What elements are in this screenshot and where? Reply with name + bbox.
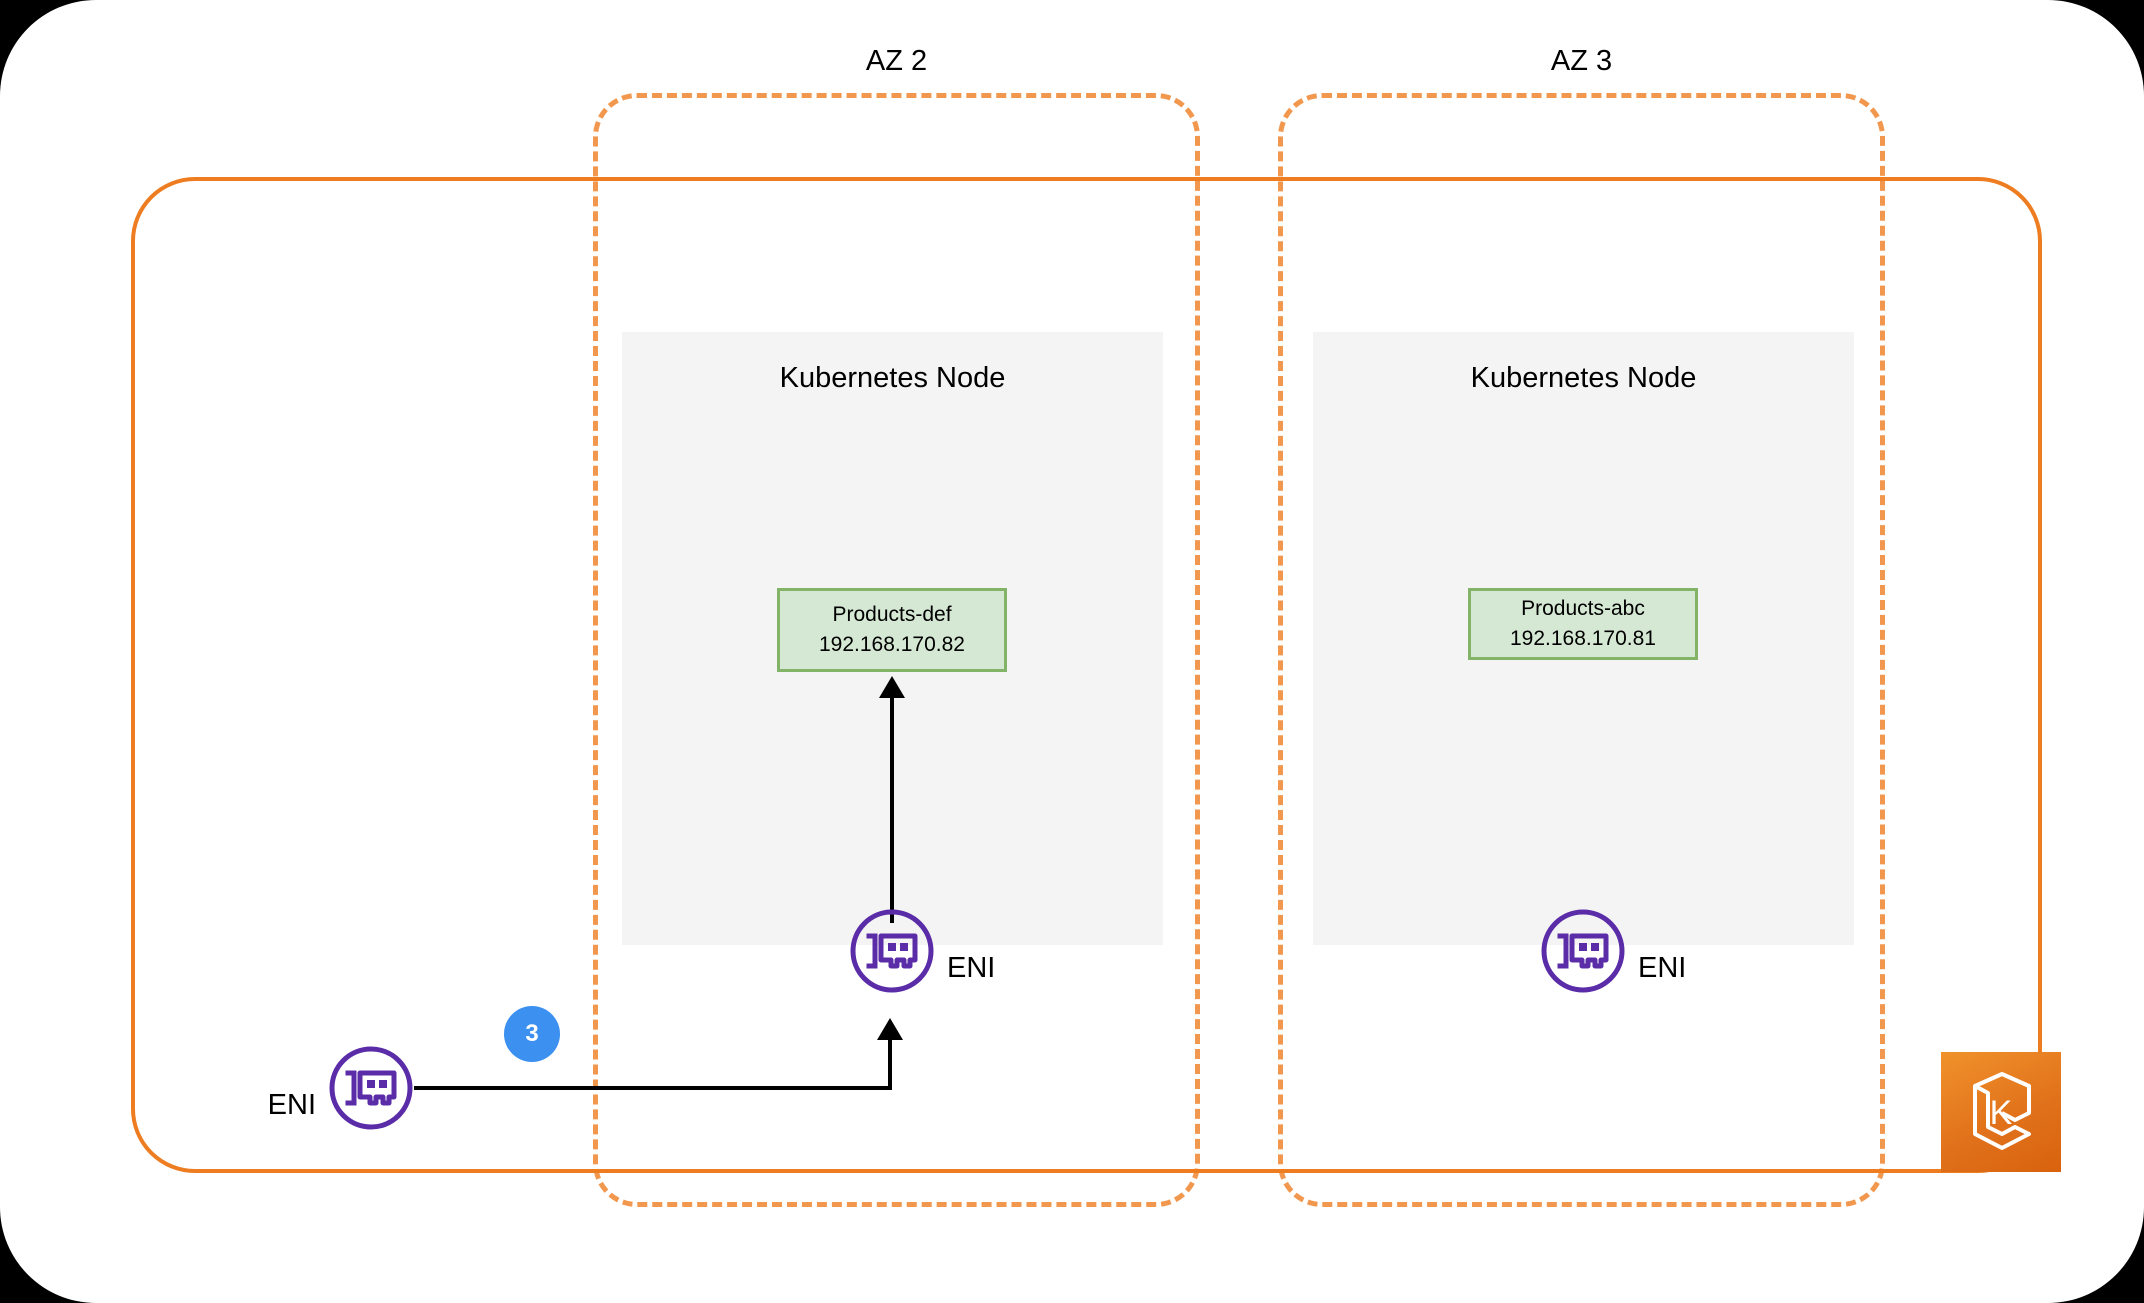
pod-name: Products-def bbox=[832, 603, 952, 627]
node-title: Kubernetes Node bbox=[779, 362, 1006, 394]
vpc-boundary bbox=[131, 177, 2042, 1173]
az-label-2: AZ 2 bbox=[865, 45, 928, 77]
arrowhead-to-eni bbox=[877, 1018, 903, 1040]
eni-node-az3[interactable]: ENI bbox=[1540, 908, 1686, 994]
connector-eni-to-pod bbox=[890, 695, 894, 923]
step-badge-3: 3 bbox=[504, 1006, 560, 1062]
pod-products-abc[interactable]: Products-abc 192.168.170.81 bbox=[1468, 588, 1698, 660]
network-interface-icon bbox=[329, 1046, 413, 1130]
eni-node-az2[interactable]: ENI bbox=[849, 908, 995, 994]
network-interface-icon bbox=[1541, 909, 1625, 993]
connector-source-vertical bbox=[888, 1040, 892, 1088]
network-interface-icon bbox=[850, 909, 934, 993]
svg-text:K: K bbox=[1990, 1094, 2013, 1132]
pod-ip-address: 192.168.170.82 bbox=[819, 633, 965, 656]
node-title: Kubernetes Node bbox=[1470, 362, 1697, 394]
eks-logo: K bbox=[1941, 1052, 2061, 1172]
pod-name: Products-abc bbox=[1521, 597, 1645, 621]
eni-source[interactable]: ENI bbox=[268, 1045, 414, 1131]
kubernetes-hexagon-icon: K bbox=[1973, 1072, 2031, 1150]
connector-source-horizontal bbox=[414, 1086, 892, 1090]
az-boundary-3 bbox=[1278, 93, 1885, 1207]
eni-label: ENI bbox=[947, 952, 996, 984]
pod-ip-address: 192.168.170.81 bbox=[1510, 627, 1656, 650]
eni-label: ENI bbox=[267, 1089, 316, 1121]
arrowhead-to-pod bbox=[879, 676, 905, 698]
az-boundary-2 bbox=[593, 93, 1200, 1207]
eni-label: ENI bbox=[1638, 952, 1687, 984]
pod-products-def[interactable]: Products-def 192.168.170.82 bbox=[777, 588, 1007, 672]
az-label-3: AZ 3 bbox=[1550, 45, 1613, 77]
